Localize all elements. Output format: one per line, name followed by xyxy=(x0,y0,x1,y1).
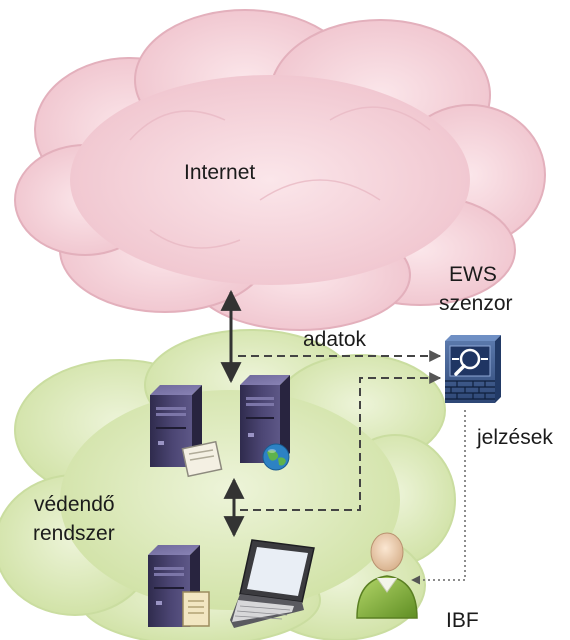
sensor-appliance-icon xyxy=(445,335,501,403)
sensor-label-line1: EWS xyxy=(449,263,497,286)
mail-document-icon xyxy=(181,440,223,478)
operator-person-icon xyxy=(356,532,418,619)
data-flow-lines xyxy=(238,350,442,511)
protected-system-label-line1: védendő xyxy=(34,493,115,516)
internet-label: Internet xyxy=(184,161,256,184)
document-icon xyxy=(182,591,210,627)
alerts-label: jelzések xyxy=(477,426,553,449)
operator-label: IBF xyxy=(446,609,479,632)
alert-line xyxy=(411,410,466,585)
internet-cloud xyxy=(14,9,546,331)
data-flow-label: adatok xyxy=(303,328,367,351)
globe-icon xyxy=(262,443,290,471)
laptop-icon xyxy=(230,539,315,628)
protected-system-label-line2: rendszer xyxy=(33,522,115,545)
sensor-label-line2: szenzor xyxy=(439,292,513,315)
